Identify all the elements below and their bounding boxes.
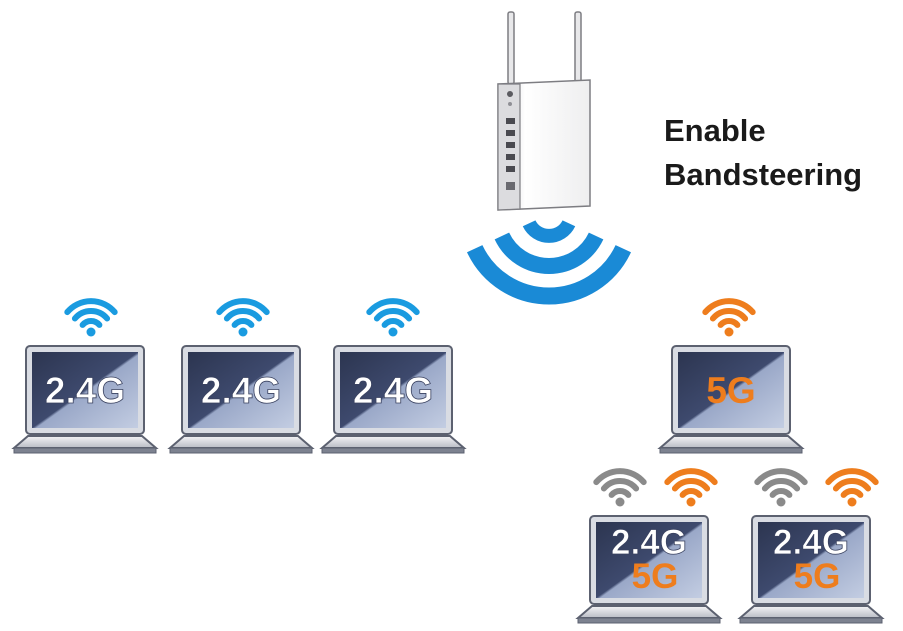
band-label: 5G [632,557,679,596]
wifi-icon [64,298,118,337]
band-label: 5G [794,557,841,596]
band-label: 2.4G [45,370,125,411]
router-signal-arc [494,232,604,274]
client-laptop-2: 2.4G [167,298,315,454]
client-laptop-4: 5G [657,298,805,454]
laptop-icon: 2.4G [11,345,159,454]
router-signal-icon [467,219,631,305]
router-icon [497,11,591,211]
router-signal-arc [467,244,631,305]
laptop-icon: 2.4G [319,345,467,454]
wifi-icon [754,468,808,507]
caption-line-2: Bandsteering [664,157,862,192]
client-laptop-3: 2.4G [319,298,467,454]
wifi-icon [664,468,718,507]
wifi-icon [825,468,879,507]
caption-line-1: Enable [664,113,766,148]
laptop-icon: 5G [657,345,805,454]
band-label: 2.4G [773,523,849,562]
wifi-icon [216,298,270,337]
band-label: 2.4G [201,370,281,411]
band-label: 2.4G [353,370,433,411]
wifi-icon [593,468,647,507]
wifi-icon [366,298,420,337]
router-signal-arc [522,219,576,243]
laptop-icon: 2.4G [167,345,315,454]
client-laptop-1: 2.4G [11,298,159,454]
band-label: 5G [706,370,755,411]
band-label: 2.4G [611,523,687,562]
wifi-icon [702,298,756,337]
